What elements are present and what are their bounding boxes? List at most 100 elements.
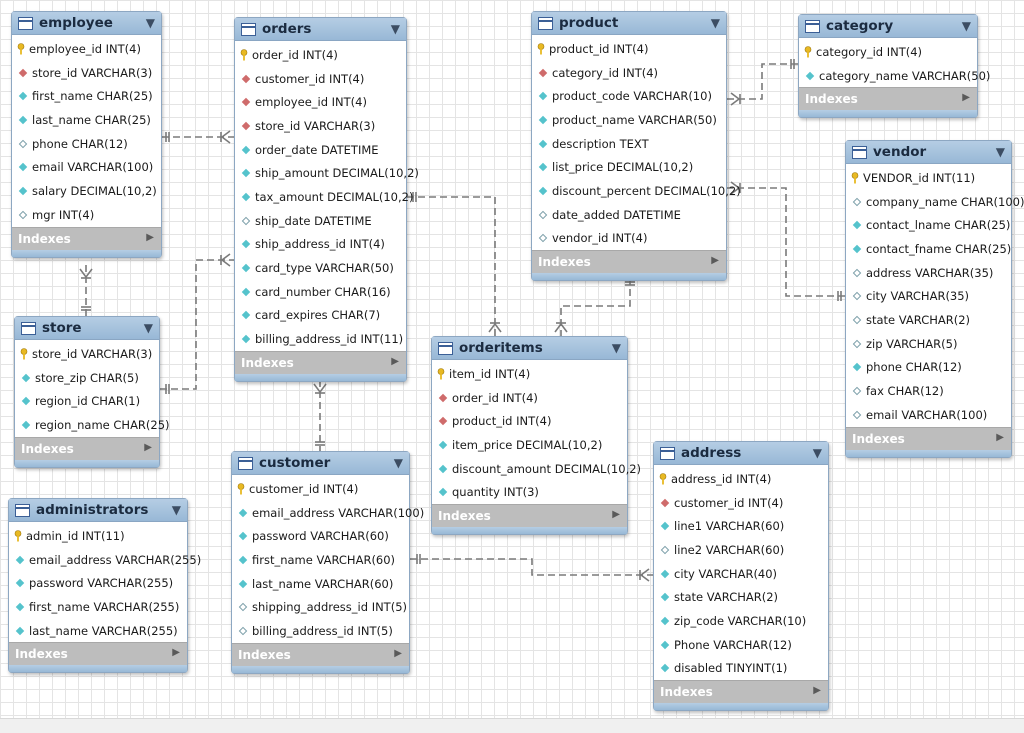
chevron-down-icon[interactable]: ▼ bbox=[171, 503, 181, 517]
column-row[interactable]: last_name VARCHAR(255) bbox=[9, 619, 187, 643]
chevron-right-icon[interactable]: ▶ bbox=[394, 647, 402, 659]
column-row[interactable]: order_date DATETIME bbox=[235, 138, 406, 162]
column-row[interactable]: ship_amount DECIMAL(10,2) bbox=[235, 161, 419, 185]
chevron-down-icon[interactable]: ▼ bbox=[812, 446, 822, 460]
entity-vendor[interactable]: vendor▼VENDOR_id INT(11)company_name CHA… bbox=[845, 140, 1024, 458]
chevron-down-icon[interactable]: ▼ bbox=[390, 22, 400, 36]
column-row[interactable]: region_id CHAR(1) bbox=[15, 389, 159, 413]
indexes-bar[interactable]: Indexes▶ bbox=[12, 226, 161, 250]
relationship-vendor-product[interactable] bbox=[727, 181, 845, 301]
column-row[interactable]: disabled TINYINT(1) bbox=[654, 657, 828, 681]
entity-header[interactable]: customer▼ bbox=[232, 452, 409, 475]
entity-header[interactable]: address▼ bbox=[654, 442, 828, 465]
column-row[interactable]: product_id INT(4) bbox=[532, 37, 726, 61]
column-row[interactable]: store_id VARCHAR(3) bbox=[235, 114, 406, 138]
chevron-down-icon[interactable]: ▼ bbox=[611, 341, 621, 355]
chevron-right-icon[interactable]: ▶ bbox=[612, 509, 620, 521]
entity-store[interactable]: store▼store_id VARCHAR(3)store_zip CHAR(… bbox=[14, 316, 170, 468]
column-row[interactable]: email_address VARCHAR(100) bbox=[232, 501, 424, 525]
column-row[interactable]: vendor_id INT(4) bbox=[532, 227, 726, 251]
indexes-bar[interactable]: Indexes▶ bbox=[9, 642, 187, 666]
column-row[interactable]: item_price DECIMAL(10,2) bbox=[432, 433, 627, 457]
column-row[interactable]: zip VARCHAR(5) bbox=[846, 332, 1011, 356]
relationship-category-product[interactable] bbox=[727, 59, 798, 106]
column-row[interactable]: VENDOR_id INT(11) bbox=[846, 166, 1011, 190]
indexes-bar[interactable]: Indexes▶ bbox=[532, 250, 726, 274]
entity-header[interactable]: store▼ bbox=[15, 317, 159, 340]
relationship-employee-store[interactable] bbox=[79, 265, 93, 316]
indexes-bar[interactable]: Indexes▶ bbox=[432, 504, 627, 528]
column-row[interactable]: list_price DECIMAL(10,2) bbox=[532, 155, 726, 179]
relationship-orders-orderitems[interactable] bbox=[407, 192, 502, 336]
column-row[interactable]: line1 VARCHAR(60) bbox=[654, 514, 828, 538]
column-row[interactable]: region_name CHAR(25) bbox=[15, 413, 170, 437]
column-row[interactable]: shipping_address_id INT(5) bbox=[232, 595, 409, 619]
column-row[interactable]: billing_address_id INT(5) bbox=[232, 619, 409, 643]
chevron-right-icon[interactable]: ▶ bbox=[711, 255, 719, 267]
column-row[interactable]: address VARCHAR(35) bbox=[846, 261, 1011, 285]
chevron-right-icon[interactable]: ▶ bbox=[144, 441, 152, 453]
column-row[interactable]: product_code VARCHAR(10) bbox=[532, 84, 726, 108]
column-row[interactable]: store_id VARCHAR(3) bbox=[12, 61, 161, 85]
column-row[interactable]: last_name CHAR(25) bbox=[12, 108, 161, 132]
column-row[interactable]: line2 VARCHAR(60) bbox=[654, 538, 828, 562]
column-row[interactable]: first_name VARCHAR(60) bbox=[232, 548, 409, 572]
column-row[interactable]: state VARCHAR(2) bbox=[654, 585, 828, 609]
chevron-down-icon[interactable]: ▼ bbox=[393, 456, 403, 470]
bottom-scrollbar[interactable] bbox=[0, 718, 1024, 733]
column-row[interactable]: description TEXT bbox=[532, 132, 726, 156]
indexes-bar[interactable]: Indexes▶ bbox=[846, 426, 1011, 450]
column-row[interactable]: company_name CHAR(100) bbox=[846, 190, 1024, 214]
column-row[interactable]: customer_id INT(4) bbox=[654, 491, 828, 515]
column-row[interactable]: item_id INT(4) bbox=[432, 362, 627, 386]
chevron-down-icon[interactable]: ▼ bbox=[995, 145, 1005, 159]
column-row[interactable]: salary DECIMAL(10,2) bbox=[12, 179, 161, 203]
relationship-product-orderitems[interactable] bbox=[554, 278, 635, 336]
indexes-bar[interactable]: Indexes▶ bbox=[232, 642, 409, 666]
column-row[interactable]: contact_fname CHAR(25) bbox=[846, 237, 1011, 261]
entity-address[interactable]: address▼address_id INT(4)customer_id INT… bbox=[653, 441, 829, 712]
column-row[interactable]: phone CHAR(12) bbox=[12, 132, 161, 156]
entity-orderitems[interactable]: orderitems▼item_id INT(4)order_id INT(4)… bbox=[431, 336, 641, 536]
column-row[interactable]: order_id INT(4) bbox=[235, 43, 406, 67]
column-row[interactable]: ship_address_id INT(4) bbox=[235, 233, 406, 257]
indexes-bar[interactable]: Indexes▶ bbox=[235, 350, 406, 374]
column-row[interactable]: address_id INT(4) bbox=[654, 467, 828, 491]
column-row[interactable]: mgr INT(4) bbox=[12, 203, 161, 227]
column-row[interactable]: admin_id INT(11) bbox=[9, 524, 187, 548]
chevron-down-icon[interactable]: ▼ bbox=[961, 19, 971, 33]
relationship-employee-orders[interactable] bbox=[162, 130, 234, 144]
entity-administrators[interactable]: administrators▼admin_id INT(11)email_add… bbox=[8, 498, 201, 674]
column-row[interactable]: discount_amount DECIMAL(10,2) bbox=[432, 457, 641, 481]
chevron-right-icon[interactable]: ▶ bbox=[391, 355, 399, 367]
entity-header[interactable]: orderitems▼ bbox=[432, 337, 627, 360]
column-row[interactable]: password VARCHAR(255) bbox=[9, 571, 187, 595]
column-row[interactable]: zip_code VARCHAR(10) bbox=[654, 609, 828, 633]
column-row[interactable]: first_name CHAR(25) bbox=[12, 84, 161, 108]
column-row[interactable]: last_name VARCHAR(60) bbox=[232, 572, 409, 596]
column-row[interactable]: tax_amount DECIMAL(10,2) bbox=[235, 185, 413, 209]
column-row[interactable]: card_type VARCHAR(50) bbox=[235, 256, 406, 280]
column-row[interactable]: email VARCHAR(100) bbox=[846, 403, 1011, 427]
column-row[interactable]: category_id INT(4) bbox=[799, 40, 977, 64]
column-row[interactable]: password VARCHAR(60) bbox=[232, 524, 409, 548]
entity-header[interactable]: administrators▼ bbox=[9, 499, 187, 522]
column-row[interactable]: email_address VARCHAR(255) bbox=[9, 548, 201, 572]
column-row[interactable]: store_zip CHAR(5) bbox=[15, 366, 159, 390]
entity-customer[interactable]: customer▼customer_id INT(4)email_address… bbox=[231, 451, 424, 674]
entity-category[interactable]: category▼category_id INT(4)category_name… bbox=[798, 14, 990, 119]
indexes-bar[interactable]: Indexes▶ bbox=[799, 87, 977, 111]
relationship-customer-address[interactable] bbox=[410, 554, 653, 582]
column-row[interactable]: phone CHAR(12) bbox=[846, 356, 1011, 380]
column-row[interactable]: quantity INT(3) bbox=[432, 480, 627, 504]
chevron-down-icon[interactable]: ▼ bbox=[710, 16, 720, 30]
chevron-down-icon[interactable]: ▼ bbox=[143, 321, 153, 335]
entity-orders[interactable]: orders▼order_id INT(4)customer_id INT(4)… bbox=[234, 17, 419, 382]
column-row[interactable]: card_expires CHAR(7) bbox=[235, 304, 406, 328]
column-row[interactable]: ship_date DATETIME bbox=[235, 209, 406, 233]
column-row[interactable]: Phone VARCHAR(12) bbox=[654, 633, 828, 657]
entity-header[interactable]: product▼ bbox=[532, 12, 726, 35]
column-row[interactable]: first_name VARCHAR(255) bbox=[9, 595, 187, 619]
entity-header[interactable]: employee▼ bbox=[12, 12, 161, 35]
